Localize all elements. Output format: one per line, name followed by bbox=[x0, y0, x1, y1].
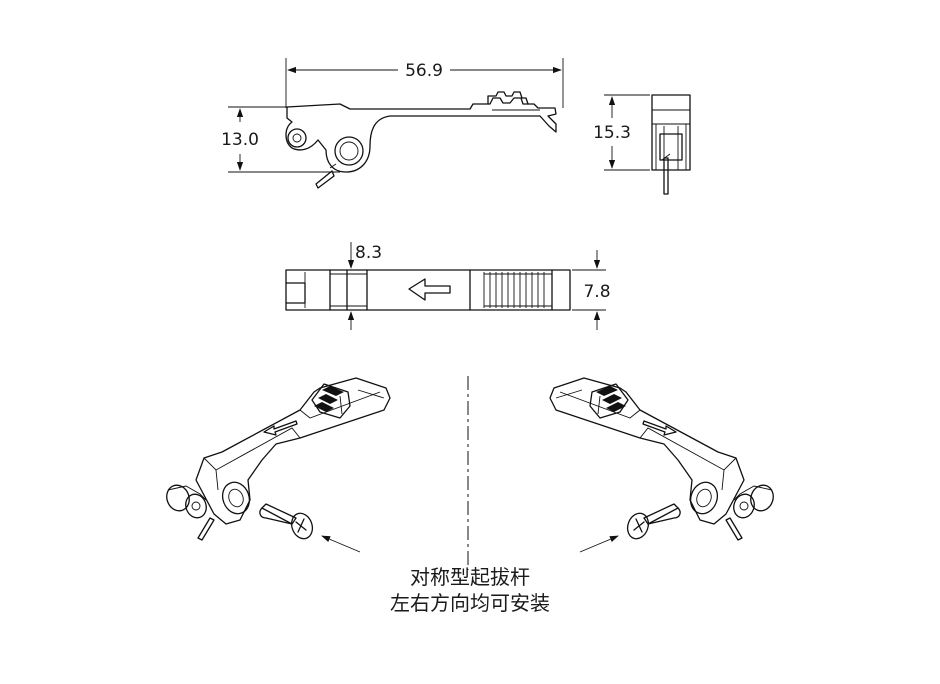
isometric-view-right bbox=[549, 377, 774, 553]
dimension-height-label: 13.0 bbox=[221, 130, 259, 150]
caption-line-2: 左右方向均可安装 bbox=[390, 591, 550, 615]
dimension-width-label: 7.8 bbox=[583, 282, 610, 302]
side-view: 15.3 bbox=[593, 94, 691, 195]
top-view: 8.3 7.8 bbox=[285, 242, 611, 330]
dimension-side-height-label: 15.3 bbox=[593, 123, 631, 143]
caption-line-1: 对称型起拔杆 bbox=[410, 565, 530, 589]
dimension-top-offset-label: 8.3 bbox=[355, 243, 382, 263]
isometric-view-left bbox=[166, 377, 391, 553]
front-view: 56.9 13.0 bbox=[221, 58, 564, 189]
dimension-length-label: 56.9 bbox=[405, 61, 443, 81]
